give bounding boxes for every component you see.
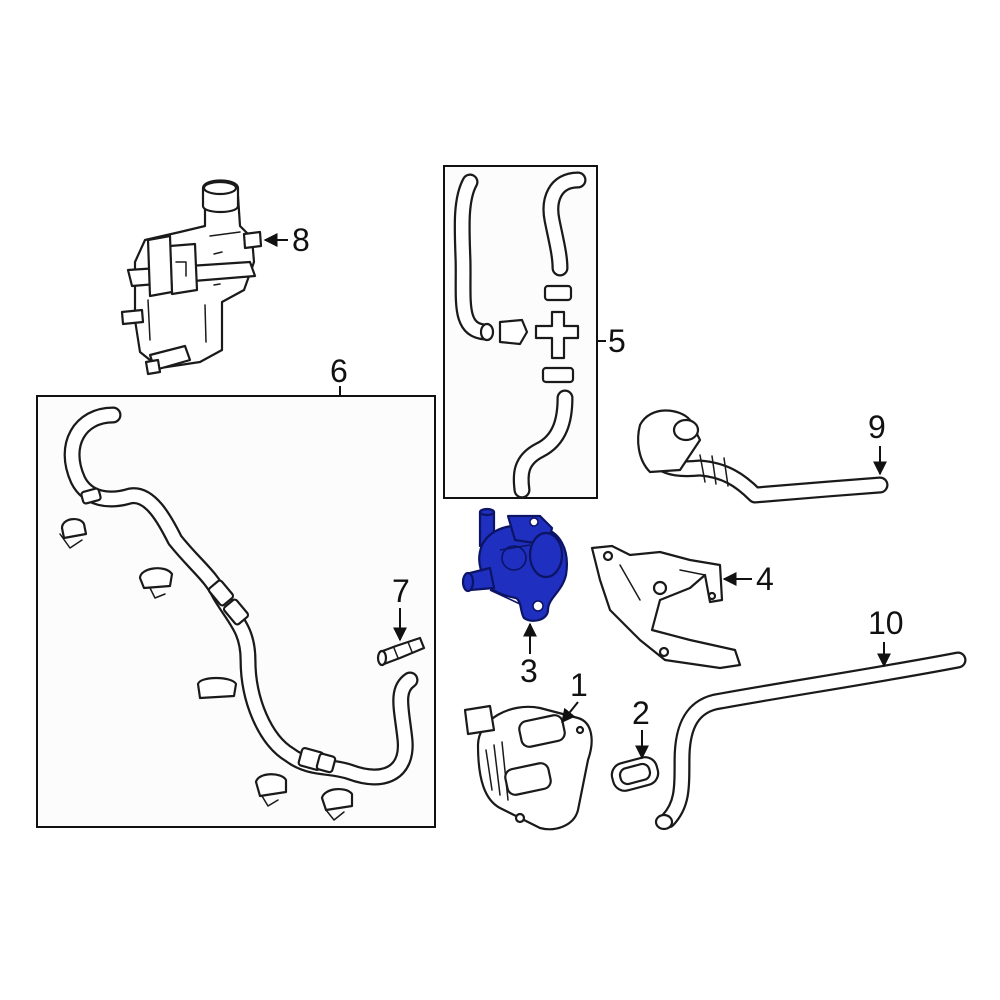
gasket-part-2[interactable] [609,755,661,794]
coolant-reservoir-part-8[interactable] [120,179,263,376]
callout-5: 5 [608,323,626,359]
callout-4: 4 [756,561,774,597]
hose-connector-part-7[interactable] [376,636,426,667]
callout-1: 1 [570,667,588,703]
hose-assembly-box-6 [36,395,436,828]
callout-8: 8 [292,222,310,258]
callouts: 8 5 6 9 7 4 10 3 1 2 [263,222,904,760]
callout-2: 2 [632,695,650,731]
oil-cooler-part-1[interactable] [463,704,593,831]
callout-6: 6 [330,353,348,389]
callout-9: 9 [868,409,886,445]
bracket-part-4[interactable] [590,544,742,670]
callout-7: 7 [392,573,410,609]
hose-part-9[interactable] [637,409,889,504]
hose-kit-box-5 [443,165,598,499]
pipe-part-10[interactable] [654,651,967,831]
water-pump-part-3[interactable] [461,507,568,622]
callout-3: 3 [520,653,538,689]
callout-10: 10 [868,605,904,641]
